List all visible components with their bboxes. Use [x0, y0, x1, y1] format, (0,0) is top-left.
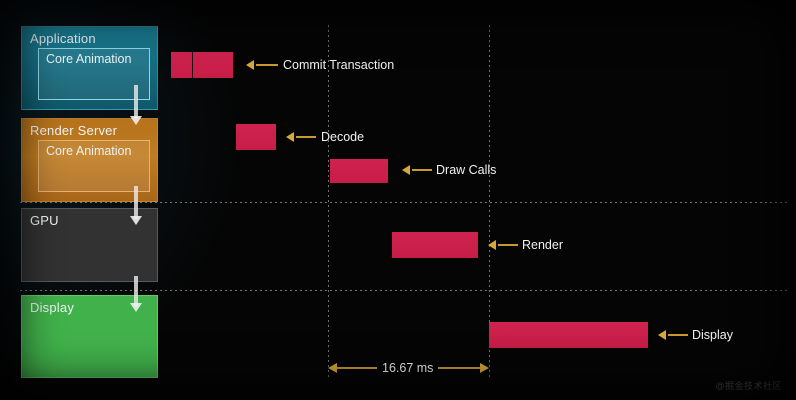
timeline-bar-commit-transaction[interactable] [171, 52, 233, 78]
flow-arrow-gpu-to-display-icon [130, 303, 142, 312]
timeline-bar-decode[interactable] [236, 124, 276, 150]
layer-title-gpu: GPU [30, 213, 59, 228]
layer-panel-application: Application Core Animation [21, 26, 158, 110]
flow-connector-gpu-to-display [134, 276, 138, 306]
callout-line-draw-calls [412, 169, 432, 171]
callout-line-commit-transaction [256, 64, 278, 66]
layer-title-application: Application [30, 31, 96, 46]
callout-label-render: Render [522, 238, 563, 252]
layer-panel-render-server: Render Server Core Animation [21, 118, 158, 202]
flow-arrow-app-to-render-icon [130, 116, 142, 125]
callout-arrow-draw-calls-icon [402, 165, 410, 175]
layer-title-display: Display [30, 300, 75, 315]
grid-line-horizontal-display [20, 290, 788, 291]
grid-line-horizontal-gpu [20, 202, 788, 203]
callout-arrow-display-icon [658, 330, 666, 340]
timeline-bar-render[interactable] [392, 232, 478, 258]
callout-arrow-decode-icon [286, 132, 294, 142]
timeline-bar-display[interactable] [489, 322, 648, 348]
grid-line-vertical-frame-end [489, 25, 490, 378]
flow-arrow-render-to-gpu-icon [130, 216, 142, 225]
inner-label-core-animation-application: Core Animation [46, 52, 132, 66]
callout-label-decode: Decode [321, 130, 365, 144]
inner-box-core-animation-application: Core Animation [38, 48, 150, 100]
inner-label-core-animation-render-server: Core Animation [46, 144, 132, 158]
inner-box-core-animation-render-server: Core Animation [38, 140, 150, 192]
callout-line-decode [296, 136, 316, 138]
callout-line-render [498, 244, 518, 246]
flow-connector-app-to-render [134, 85, 138, 118]
callout-label-commit-transaction: Commit Transaction [283, 58, 395, 72]
measurement-label-frame-duration: 16.67 ms [377, 361, 439, 375]
callout-label-display: Display [692, 328, 733, 342]
callout-label-draw-calls: Draw Calls [436, 163, 497, 177]
layer-title-render-server: Render Server [30, 123, 118, 138]
timeline-bar-draw-calls[interactable] [330, 159, 388, 183]
measurement-arrow-right-icon [480, 363, 489, 373]
measurement-arrow-left-icon [328, 363, 337, 373]
flow-connector-render-to-gpu [134, 186, 138, 219]
grid-line-vertical-frame-start [328, 25, 329, 378]
callout-line-display [668, 334, 688, 336]
callout-arrow-render-icon [488, 240, 496, 250]
watermark: @掘金技术社区 [715, 381, 782, 391]
callout-arrow-commit-transaction-icon [246, 60, 254, 70]
